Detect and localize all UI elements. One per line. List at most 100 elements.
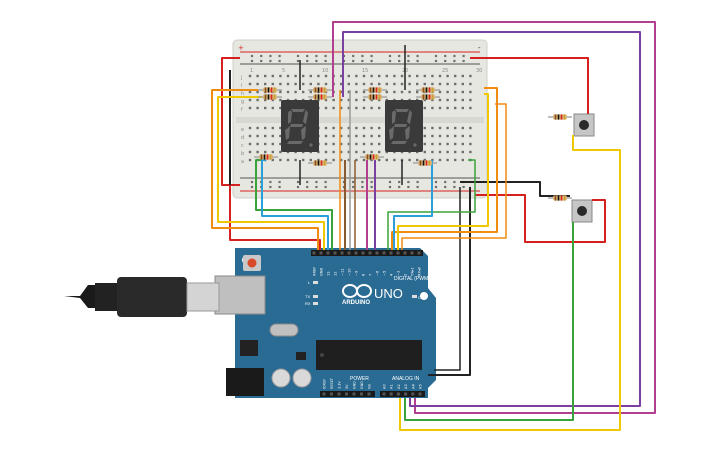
rail-minus-label: - bbox=[478, 44, 481, 52]
header-pin[interactable] bbox=[396, 251, 400, 255]
wire-purple[interactable] bbox=[342, 31, 641, 407]
wire-red-button-bottom[interactable] bbox=[475, 194, 606, 243]
breadboard-hole bbox=[302, 158, 305, 162]
resistor-band bbox=[372, 87, 375, 93]
seven-segment-display-right[interactable] bbox=[385, 100, 423, 152]
wire-orange-right2[interactable] bbox=[401, 103, 507, 250]
breadboard-hole bbox=[378, 150, 381, 154]
resistor[interactable] bbox=[363, 94, 387, 100]
resistor[interactable] bbox=[308, 94, 332, 100]
arduino-uno-board[interactable]: ARDUINO UNO DIGITAL (PWM ~) ANALOG IN PO… bbox=[64, 248, 436, 398]
push-button-bottom[interactable] bbox=[571, 199, 593, 223]
header-pin[interactable] bbox=[418, 392, 422, 396]
wire-green-left[interactable] bbox=[255, 159, 333, 250]
breadboard-hole bbox=[340, 158, 343, 162]
power-pin-label: 5V bbox=[345, 384, 349, 389]
resistor[interactable] bbox=[363, 87, 387, 93]
wire-blue-right[interactable] bbox=[393, 160, 433, 250]
header-pin[interactable] bbox=[404, 392, 408, 396]
header-pin[interactable] bbox=[389, 392, 393, 396]
header-pin[interactable] bbox=[312, 251, 316, 255]
breadboard-hole bbox=[324, 150, 328, 154]
resistor-band bbox=[428, 94, 431, 100]
resistor-band bbox=[369, 87, 372, 93]
resistor[interactable] bbox=[548, 195, 572, 201]
resistor[interactable] bbox=[258, 94, 282, 100]
header-pin[interactable] bbox=[389, 251, 393, 255]
wire-black-gnd2[interactable] bbox=[434, 187, 461, 371]
wire-red-a[interactable] bbox=[229, 185, 321, 250]
header-pin[interactable] bbox=[411, 392, 415, 396]
resistor-band bbox=[270, 94, 273, 100]
header-pin[interactable] bbox=[375, 251, 379, 255]
header-pin[interactable] bbox=[368, 251, 372, 255]
header-pin[interactable] bbox=[403, 251, 407, 255]
rail-hole bbox=[462, 59, 465, 63]
analog-pin-label: A2 bbox=[397, 384, 401, 389]
header-pin[interactable] bbox=[340, 251, 344, 255]
wire-magenta[interactable] bbox=[332, 21, 656, 414]
digital-pin-label: ~3 bbox=[397, 271, 401, 276]
resistor[interactable] bbox=[416, 94, 440, 100]
column-number: 10 bbox=[322, 68, 328, 74]
resistor[interactable] bbox=[258, 87, 282, 93]
header-pin[interactable] bbox=[367, 392, 371, 396]
header-pin[interactable] bbox=[330, 392, 333, 396]
capacitor bbox=[271, 368, 291, 388]
header-pin[interactable] bbox=[417, 251, 421, 255]
rail-hole bbox=[306, 180, 309, 184]
wire-yellow-left[interactable] bbox=[217, 96, 325, 250]
resistor[interactable] bbox=[308, 87, 332, 93]
header-pin[interactable] bbox=[337, 392, 341, 396]
resistor[interactable] bbox=[360, 154, 384, 160]
wire-yellow-right[interactable] bbox=[397, 93, 489, 250]
header-pin[interactable] bbox=[360, 392, 363, 396]
header-pin[interactable] bbox=[352, 392, 356, 396]
header-pin[interactable] bbox=[347, 251, 351, 255]
digital-pin-label: GND bbox=[320, 268, 324, 276]
header-pin[interactable] bbox=[326, 251, 330, 255]
header-pin[interactable] bbox=[354, 251, 358, 255]
wire-green-right[interactable] bbox=[387, 159, 476, 250]
breadboard-hole bbox=[370, 106, 373, 110]
reset-button-cap[interactable] bbox=[247, 258, 257, 268]
breadboard-hole bbox=[340, 98, 343, 102]
header-pin[interactable] bbox=[382, 251, 386, 255]
breadboard-hole bbox=[271, 134, 274, 138]
resistor-body bbox=[365, 154, 379, 160]
button-cap[interactable] bbox=[579, 120, 589, 130]
resistor[interactable] bbox=[413, 160, 437, 166]
resistor[interactable] bbox=[254, 154, 278, 160]
header-pin[interactable] bbox=[322, 392, 326, 396]
header-pin[interactable] bbox=[333, 251, 337, 255]
resistor[interactable] bbox=[308, 160, 332, 166]
breadboard-hole bbox=[309, 90, 312, 94]
resistor[interactable] bbox=[548, 114, 572, 120]
wire-blue-left[interactable] bbox=[261, 159, 329, 250]
header-pin[interactable] bbox=[361, 251, 365, 255]
breadboard-hole bbox=[317, 74, 320, 78]
breadboard[interactable]: + - j i h g f e d c b a 1 5 10 15 20 bbox=[232, 39, 488, 199]
seven-segment-display-left[interactable] bbox=[281, 100, 319, 152]
wire-orange-left[interactable] bbox=[211, 89, 319, 250]
button-cap[interactable] bbox=[577, 206, 587, 216]
wire-orange-right[interactable] bbox=[391, 87, 498, 250]
header-pin[interactable] bbox=[396, 392, 400, 396]
header-pin[interactable] bbox=[345, 392, 348, 396]
push-button-top[interactable] bbox=[573, 113, 595, 137]
resistor[interactable] bbox=[416, 87, 440, 93]
row-letter: a bbox=[241, 159, 244, 165]
breadboard-hole bbox=[469, 82, 472, 86]
header-pin[interactable] bbox=[382, 392, 386, 396]
wire-yellow-button[interactable] bbox=[399, 135, 621, 431]
header-pin[interactable] bbox=[319, 251, 323, 255]
smd-component bbox=[296, 352, 306, 360]
breadboard-hole bbox=[264, 126, 267, 130]
wire-red-button-top[interactable] bbox=[470, 57, 589, 114]
wire-green-button[interactable] bbox=[404, 222, 574, 421]
rail-hole bbox=[269, 54, 272, 58]
wire-black-gnd[interactable] bbox=[428, 187, 471, 376]
breadboard-hole bbox=[461, 90, 464, 94]
header-pin[interactable] bbox=[410, 251, 414, 255]
